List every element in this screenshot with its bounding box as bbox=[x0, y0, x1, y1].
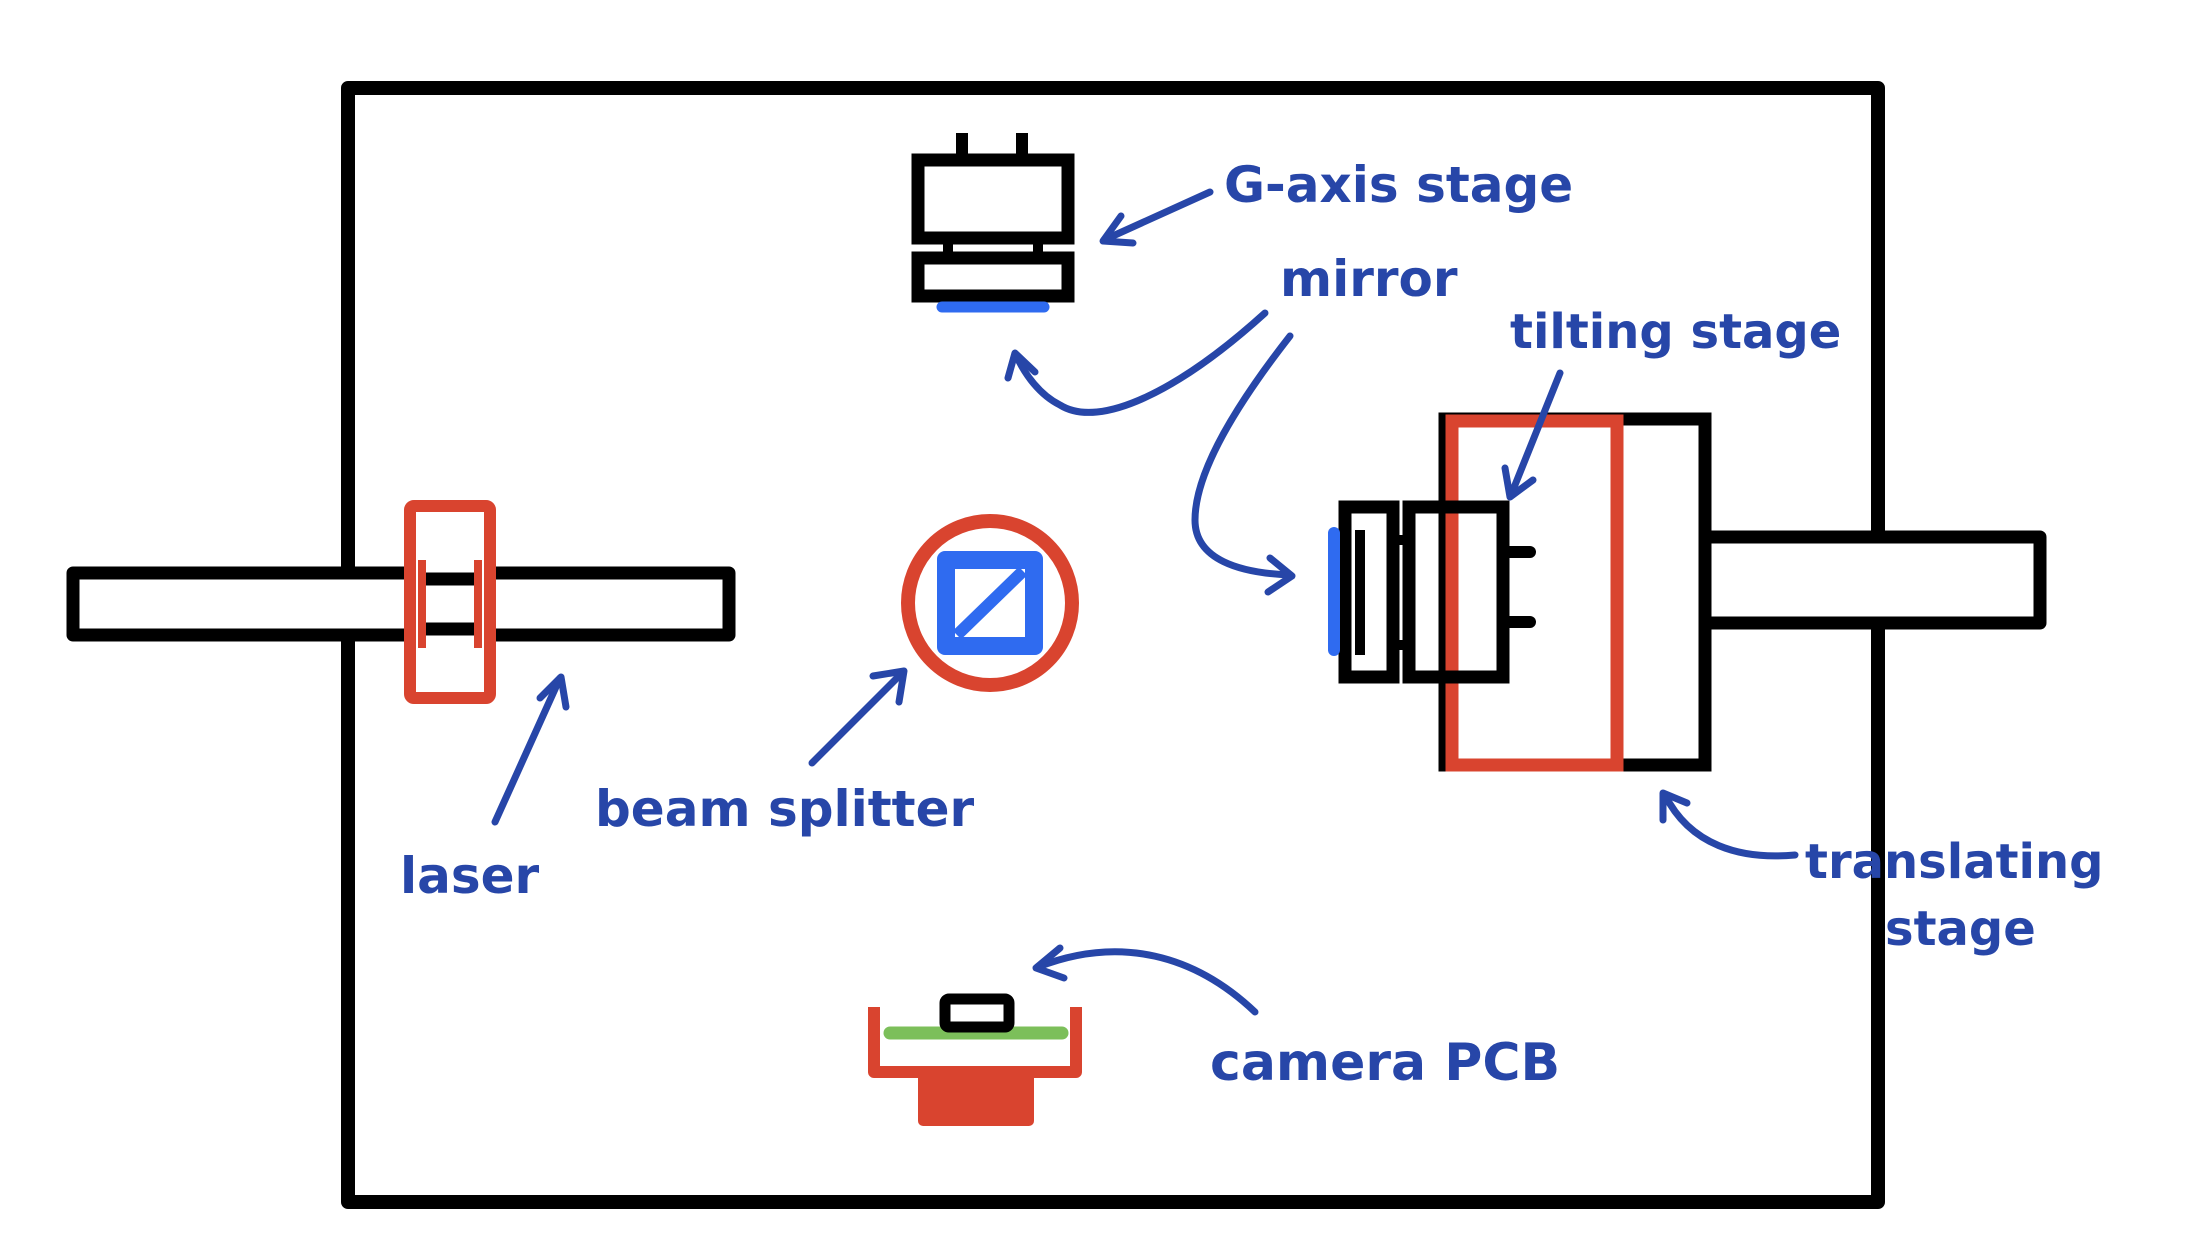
beam-splitter-diagonal bbox=[952, 566, 1028, 640]
camera-arrow bbox=[1034, 948, 1259, 1016]
tilting-stage-block bbox=[1402, 500, 1510, 684]
z-stage-arrow-head bbox=[1099, 212, 1137, 247]
tilting-stage-arrow-head bbox=[1501, 464, 1537, 501]
mirror-arrow-side bbox=[1191, 332, 1294, 579]
laser-rail bbox=[66, 566, 736, 642]
translating-stage-arrow bbox=[1661, 791, 1799, 860]
mirror-mount bbox=[1338, 500, 1400, 684]
label-tilting-stage: tilting stage bbox=[1510, 304, 1841, 360]
mirror-arrow-top bbox=[1012, 309, 1269, 416]
laser-arrow-head bbox=[536, 673, 570, 711]
tilting-stage-arrow bbox=[1507, 369, 1564, 499]
beam-splitter-arrow bbox=[808, 668, 907, 767]
laser-arrow bbox=[491, 674, 564, 826]
camera-arrow-head bbox=[1032, 944, 1068, 982]
label-z-axis-stage: G-axis stage bbox=[1224, 156, 1573, 214]
mirror-arrow-side-head bbox=[1264, 554, 1296, 596]
z-stage-base bbox=[911, 251, 1075, 303]
label-mirror: mirror bbox=[1280, 250, 1458, 308]
camera-mount bbox=[868, 1007, 1082, 1078]
enclosure-box bbox=[341, 81, 1885, 1209]
translating-stage-rail bbox=[1693, 530, 2047, 630]
z-stage-upper-block bbox=[911, 153, 1075, 245]
translating-stage-arrow-head bbox=[1659, 789, 1691, 824]
mirror-arrow-top-head bbox=[1004, 349, 1039, 382]
label-translating-stage-line2: stage bbox=[1885, 901, 2036, 957]
label-camera-pcb: camera PCB bbox=[1210, 1033, 1560, 1093]
label-translating-stage-line1: translating bbox=[1805, 834, 2104, 890]
label-laser: laser bbox=[400, 847, 540, 905]
laser-body bbox=[404, 500, 496, 704]
label-beam-splitter: beam splitter bbox=[595, 780, 974, 838]
z-stage-arrow bbox=[1100, 188, 1214, 244]
translating-stage-carriage bbox=[1445, 414, 1624, 772]
beam-splitter-arrow-head bbox=[869, 667, 908, 706]
camera-body bbox=[918, 1070, 1034, 1126]
camera-sensor bbox=[939, 993, 1015, 1033]
